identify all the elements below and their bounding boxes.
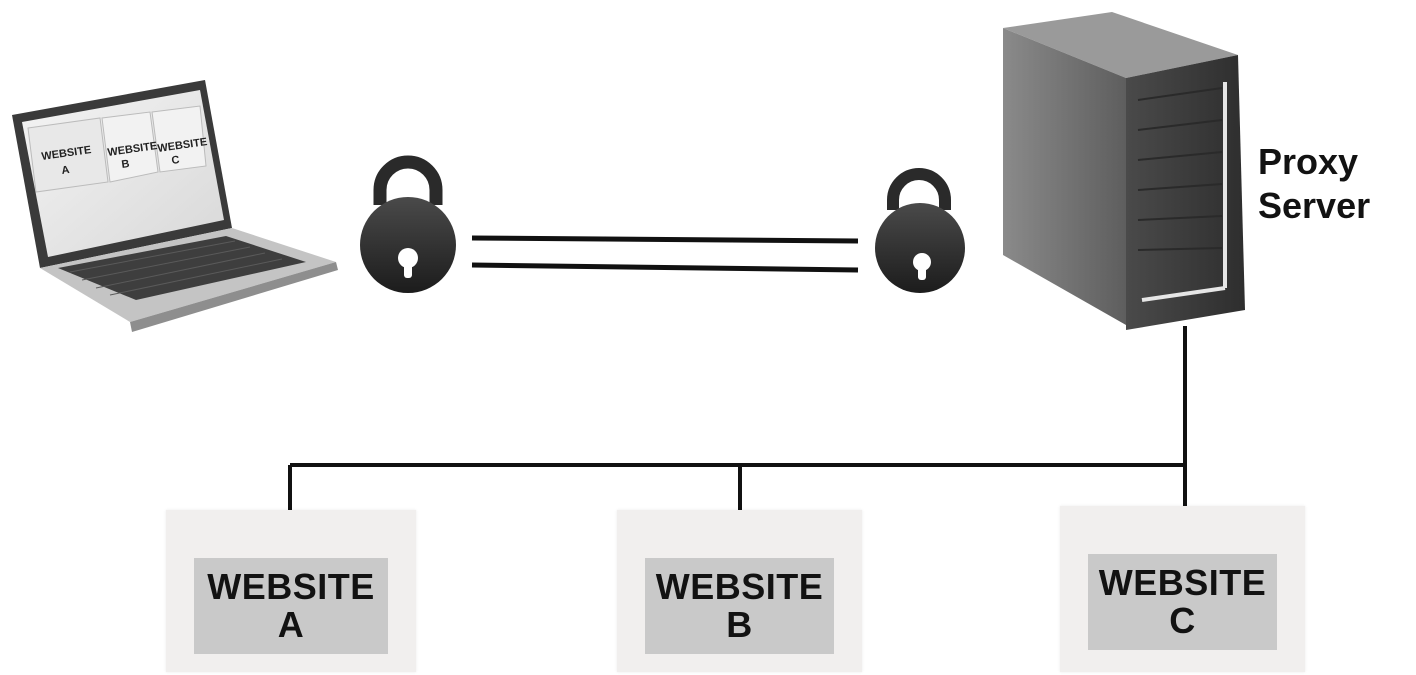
website-c-box: WEBSITE C [1060,506,1305,672]
website-connectors [290,326,1185,510]
website-c-label: WEBSITE C [1088,554,1277,650]
website-c-letter: C [1169,602,1196,640]
laptop-icon: WEBSITE A WEBSITE B WEBSITE C [12,80,338,332]
website-b-title: WEBSITE [656,568,824,606]
secure-connection-lines [472,238,858,270]
website-b-letter: B [726,606,753,644]
website-a-title: WEBSITE [207,568,375,606]
website-c-title: WEBSITE [1099,564,1267,602]
website-b-box: WEBSITE B [617,510,862,672]
server-icon [1003,12,1245,330]
proxy-label-line2: Server [1258,184,1370,228]
website-b-label: WEBSITE B [645,558,834,654]
proxy-label-line1: Proxy [1258,140,1370,184]
website-a-box: WEBSITE A [166,510,416,672]
website-a-letter: A [278,606,305,644]
lock-icon [360,162,456,293]
proxy-server-label: Proxy Server [1258,140,1370,228]
lock-icon-server-side [875,174,965,293]
website-a-label: WEBSITE A [194,558,388,654]
